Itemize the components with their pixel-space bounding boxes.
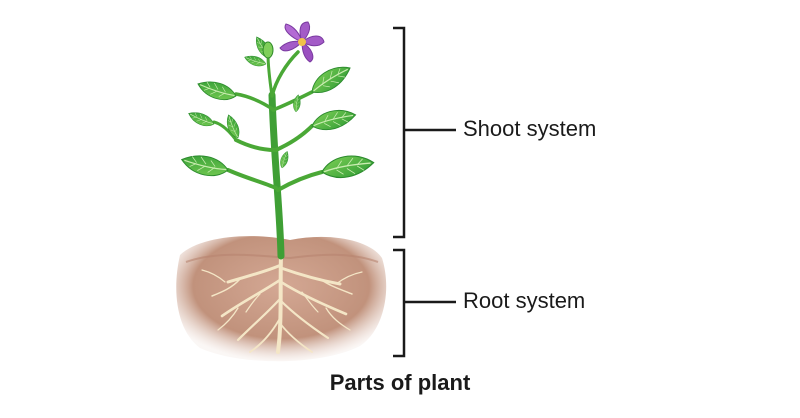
diagram-caption: Parts of plant bbox=[329, 370, 471, 395]
shoot-system-bracket bbox=[393, 26, 456, 239]
stems bbox=[212, 50, 324, 260]
flower-bud bbox=[262, 41, 274, 59]
roots bbox=[201, 253, 363, 354]
flower bbox=[279, 21, 325, 63]
shoot-system-label: Shoot system bbox=[463, 116, 597, 141]
root-system-bracket bbox=[393, 248, 456, 358]
root-system-label: Root system bbox=[463, 288, 586, 313]
